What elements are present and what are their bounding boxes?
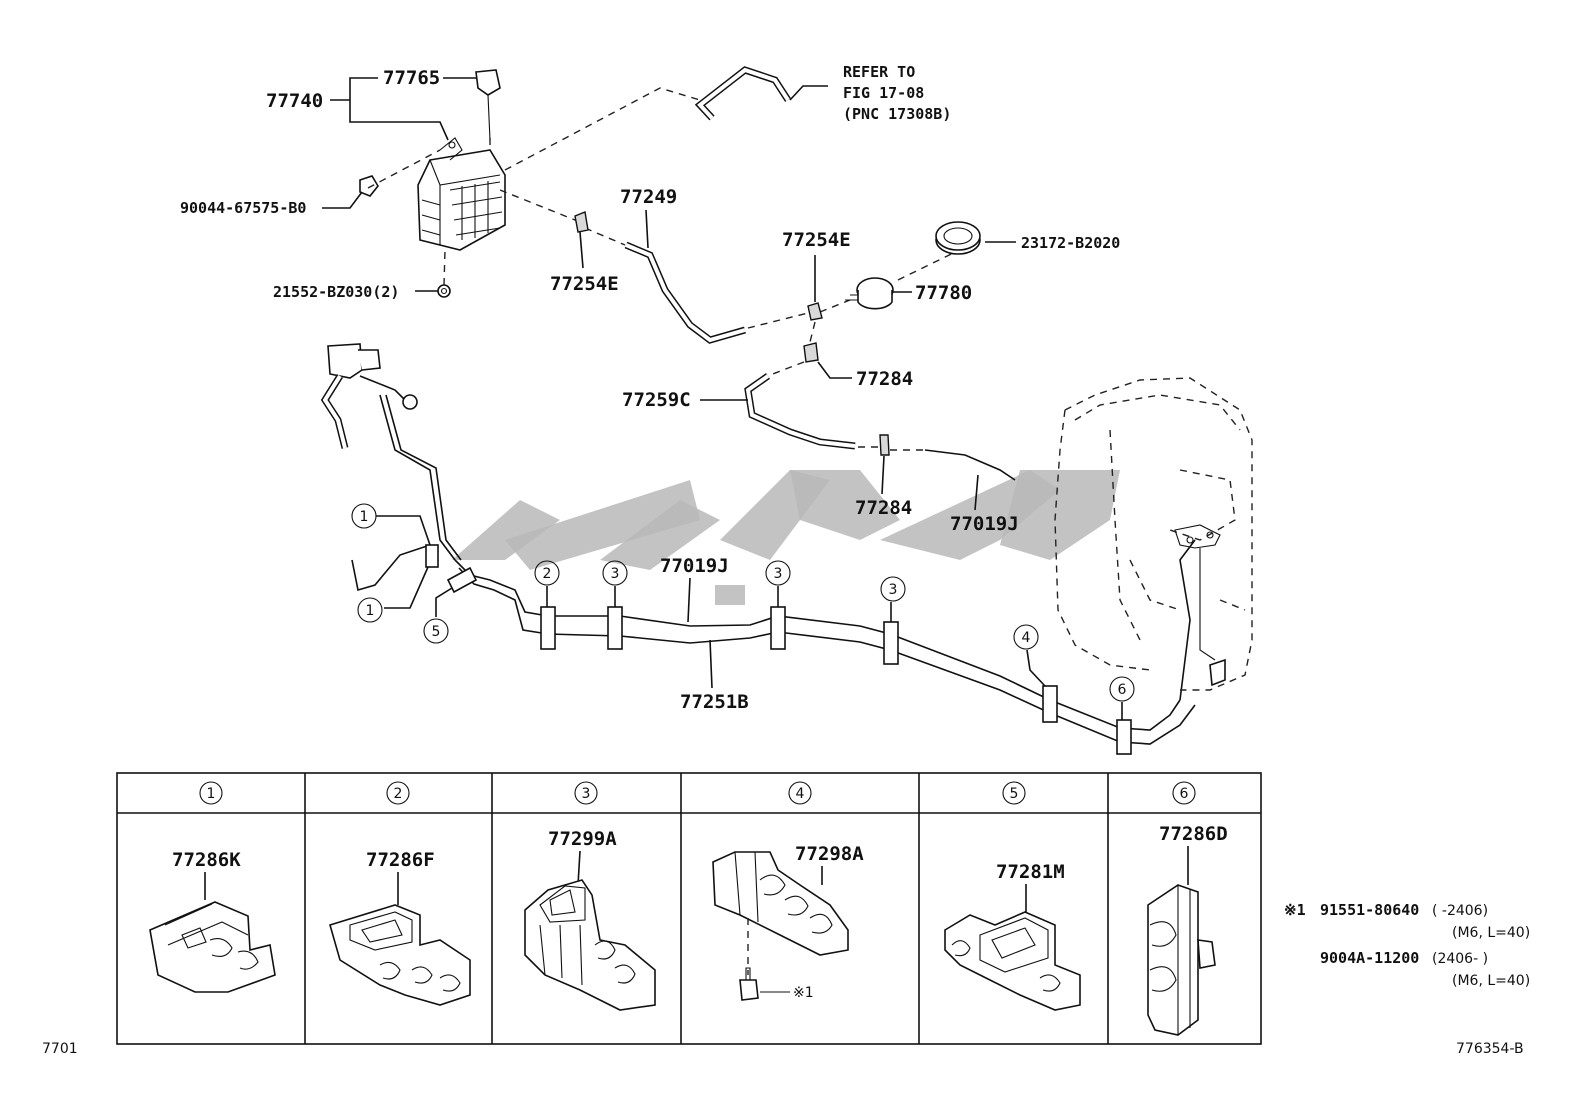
table-part-77281m: 77281M [996, 861, 1065, 883]
table-header-5: 5 [1002, 781, 1026, 805]
svg-text:5: 5 [432, 624, 441, 640]
svg-text:3: 3 [582, 786, 591, 802]
label-77284-upper: 77284 [856, 368, 913, 390]
canister-cap-77765 [487, 94, 491, 141]
clamp-table [116, 772, 1262, 1045]
clamp-77286k-drawing [149, 901, 276, 993]
label-77019j-center: 77019J [660, 555, 729, 577]
svg-text:2: 2 [543, 566, 552, 582]
label-77284-lower: 77284 [855, 497, 912, 519]
filler-pipe-assembly [320, 343, 462, 592]
marker-5: 5 [423, 618, 449, 644]
svg-text:6: 6 [1180, 786, 1189, 802]
refer-line-1: REFER TO [843, 63, 915, 81]
svg-text:1: 1 [360, 509, 369, 525]
main-fuel-lines [454, 539, 1196, 745]
footer-left-code: 7701 [42, 1041, 78, 1057]
note-spec-1: (M6, L=40) [1452, 925, 1530, 941]
note-range-2: (2406- ) [1432, 951, 1488, 967]
clamp-1-installed [425, 544, 439, 568]
table-header-4: 4 [788, 781, 812, 805]
hose-77259c [744, 373, 856, 450]
clamp-77281m-drawing [944, 911, 1081, 1011]
label-21552: 21552-BZ030(2) [273, 283, 399, 301]
clamp-77299a-drawing [524, 879, 656, 1011]
label-77019j-right: 77019J [950, 513, 1019, 535]
note-part-2: 9004A-11200 [1320, 949, 1419, 967]
note-mark: ※1 [1284, 901, 1306, 919]
clamp-6-installed [1116, 719, 1132, 755]
footer-right-code: 776354-B [1456, 1041, 1524, 1057]
hose-77249 [624, 241, 746, 344]
label-77259c: 77259C [622, 389, 691, 411]
label-77780: 77780 [915, 282, 972, 304]
clamp-3-installed-c [883, 621, 899, 665]
clamp-77298a-drawing [712, 851, 849, 1001]
label-23172: 23172-B2020 [1021, 234, 1120, 252]
marker-2: 2 [534, 560, 560, 586]
nut-21552 [437, 284, 451, 298]
marker-3-a: 3 [602, 560, 628, 586]
table-part-77286f: 77286F [366, 849, 435, 871]
svg-text:3: 3 [774, 566, 783, 582]
table-part-77299a: 77299A [548, 828, 617, 850]
svg-text:1: 1 [366, 603, 375, 619]
label-90044: 90044-67575-B0 [180, 199, 306, 217]
table-part-77286k: 77286K [172, 849, 241, 871]
svg-text:4: 4 [796, 786, 805, 802]
svg-text:5: 5 [1010, 786, 1019, 802]
table-header-3: 3 [574, 781, 598, 805]
marker-6: 6 [1109, 676, 1135, 702]
label-77765: 77765 [383, 67, 440, 89]
bolt-note-mark: ※1 [793, 985, 814, 1001]
table-header-2: 2 [386, 781, 410, 805]
label-77740: 77740 [266, 90, 323, 112]
marker-1-top: 1 [351, 503, 377, 529]
hose-clip-77284-upper [803, 342, 819, 363]
svg-text:1: 1 [207, 786, 216, 802]
clamp-2-installed [540, 606, 556, 650]
note-spec-2: (M6, L=40) [1452, 973, 1530, 989]
hose-clip-77254e-right [807, 302, 823, 321]
clip-90044 [359, 175, 379, 197]
fuel-tank [1054, 377, 1253, 691]
svg-text:3: 3 [611, 566, 620, 582]
refer-hose [694, 66, 791, 121]
hose-clip-77254e-left [574, 211, 589, 233]
marker-3-c: 3 [880, 576, 906, 602]
watermark-logo [452, 470, 1120, 605]
marker-3-b: 3 [765, 560, 791, 586]
clamp-3-installed-a [607, 606, 623, 650]
label-77254e-right: 77254E [782, 229, 851, 251]
svg-text:6: 6 [1118, 682, 1127, 698]
clamp-3-installed-b [770, 606, 786, 650]
hose-clip-77284-lower [879, 434, 890, 456]
svg-text:2: 2 [394, 786, 403, 802]
leader-lines [322, 77, 1123, 720]
table-part-77298a: 77298A [795, 843, 864, 865]
marker-4: 4 [1013, 624, 1039, 650]
clamp-4-installed [1042, 685, 1058, 723]
marker-1-bottom: 1 [357, 597, 383, 623]
charcoal-canister [417, 69, 506, 251]
label-77254e-left: 77254E [550, 273, 619, 295]
svg-text:4: 4 [1022, 630, 1031, 646]
fuel-cap-23172 [935, 221, 981, 255]
refer-line-2: FIG 17-08 [843, 84, 924, 102]
label-77251b: 77251B [680, 691, 749, 713]
svg-text:3: 3 [889, 582, 898, 598]
label-77249: 77249 [620, 186, 677, 208]
table-header-6: 6 [1172, 781, 1196, 805]
note-part-1: 91551-80640 [1320, 901, 1419, 919]
vent-valve-77780 [845, 277, 894, 310]
table-header-1: 1 [199, 781, 223, 805]
table-part-77286d: 77286D [1159, 823, 1228, 845]
note-range-1: ( -2406) [1432, 903, 1488, 919]
refer-line-3: (PNC 17308B) [843, 105, 951, 123]
clamp-77286d-drawing [1147, 884, 1216, 1036]
clamp-77286f-drawing [329, 904, 471, 1006]
